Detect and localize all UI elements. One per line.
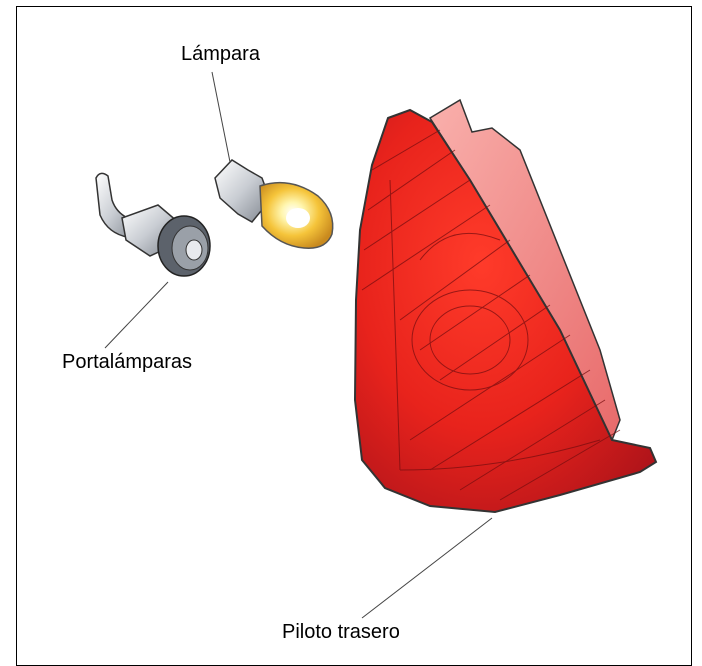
label-tail-light: Piloto trasero (282, 622, 400, 642)
label-lamp-holder: Portalámparas (62, 352, 192, 372)
diagram-canvas (0, 0, 702, 650)
leader-tail-light (362, 518, 492, 618)
lamp-holder (96, 173, 210, 276)
leader-holder (105, 282, 168, 348)
tail-light (355, 100, 656, 512)
lamp (215, 160, 333, 248)
holder-socket (186, 240, 202, 260)
label-lamp: Lámpara (181, 44, 260, 64)
lamp-filament-glow (286, 208, 310, 228)
leader-lamp (212, 72, 230, 162)
